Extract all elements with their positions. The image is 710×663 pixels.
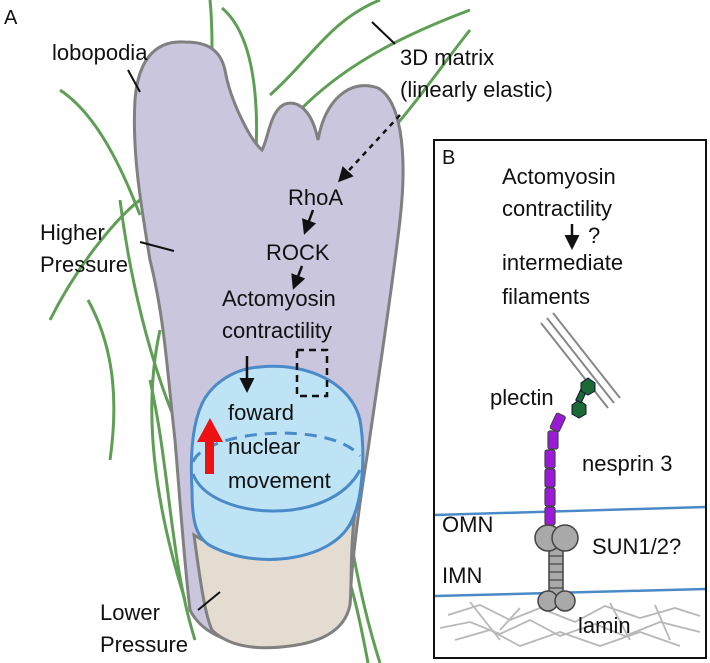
forward-arrow-shaft xyxy=(205,440,214,474)
panel-b-letter: B xyxy=(442,147,455,169)
outer-nuclear-membrane xyxy=(434,505,706,517)
higher-pressure-leader xyxy=(139,241,175,252)
zoom-box xyxy=(295,348,329,398)
nesprin-3 xyxy=(544,412,566,526)
actomyosin-label-line2: contractility xyxy=(222,318,332,343)
b-intermediate-line1: intermediate xyxy=(502,250,623,275)
b-actomyosin-line1: Actomyosin xyxy=(502,164,616,189)
panel-b: B Actomyosin contractility ? intermediat… xyxy=(433,139,707,659)
nucleus xyxy=(189,364,365,561)
actomyosin-label-line1: Actomyosin xyxy=(222,286,336,311)
sun-base-right xyxy=(554,590,576,612)
panel-b-frame xyxy=(433,139,707,659)
lower-pressure-leader xyxy=(197,591,221,611)
movement-label-line1: foward xyxy=(228,400,294,425)
movement-label-line2: nuclear xyxy=(228,434,300,459)
matrix-label-line1: 3D matrix xyxy=(400,45,494,70)
lobopodia-label: lobopodia xyxy=(52,40,148,65)
rhoa-label: RhoA xyxy=(288,185,343,210)
b-question-mark: ? xyxy=(588,223,600,248)
forward-arrow xyxy=(197,418,223,474)
lamin-mesh xyxy=(439,601,701,647)
nucleus-equator-front xyxy=(191,469,362,513)
omn-label: OMN xyxy=(442,512,493,537)
b-intermediate-line2: filaments xyxy=(502,284,590,309)
b-actomyosin-line2: contractility xyxy=(502,196,612,221)
panel-a-letter: A xyxy=(4,7,18,29)
rhoa-to-rock-arrow xyxy=(302,209,317,235)
lower-pressure-line2: Pressure xyxy=(100,632,188,657)
rock-to-acto-arrow xyxy=(291,265,306,290)
panel-a: A lobopodia 3D matrix (linearly elastic)… xyxy=(4,0,553,663)
higher-pressure-line2: Pressure xyxy=(40,252,128,277)
lower-pressure-line1: Lower xyxy=(100,600,160,625)
imn-label: IMN xyxy=(442,563,482,588)
matrix-label-line2: (linearly elastic) xyxy=(400,77,553,102)
intermediate-filaments xyxy=(540,312,621,409)
plectin xyxy=(571,377,596,419)
movement-label-line3: movement xyxy=(228,468,331,493)
lobopodia-leader xyxy=(127,69,141,93)
matrix-leader xyxy=(371,21,396,45)
higher-pressure-line1: Higher xyxy=(40,220,105,245)
lamin-label: lamin xyxy=(578,613,631,638)
matrix-to-rhoa-arrow xyxy=(337,114,401,183)
forward-arrow-head xyxy=(197,418,223,442)
sun-label: SUN1/2? xyxy=(592,534,681,559)
plectin-label: plectin xyxy=(490,385,554,410)
nucleus-equator-back xyxy=(191,431,362,463)
sun-head-right xyxy=(551,524,579,552)
nesprin-label: nesprin 3 xyxy=(582,451,673,476)
nucleus-shape xyxy=(189,364,365,561)
rock-label: ROCK xyxy=(266,240,330,265)
